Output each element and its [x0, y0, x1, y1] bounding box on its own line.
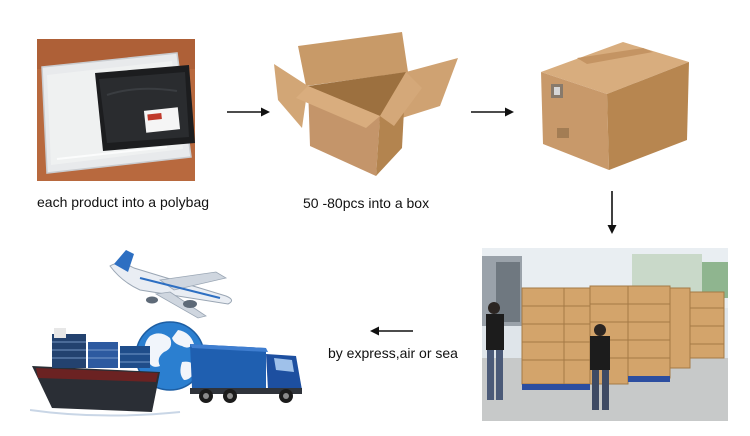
box-caption: 50 -80pcs into a box	[303, 195, 430, 211]
cargo-ship-icon	[30, 328, 181, 417]
arrow-right-icon	[226, 106, 270, 118]
airplane-icon	[109, 250, 232, 319]
shipping-caption: by express,air or sea	[328, 345, 458, 361]
pallets-photo	[482, 248, 728, 421]
truck-icon	[190, 344, 302, 403]
arrow-left-icon	[370, 325, 414, 337]
shipping-illustration	[30, 250, 312, 420]
polybag-caption: each product into a polybag	[37, 194, 210, 210]
arrow-down-icon	[606, 190, 618, 234]
arrow-right-icon	[470, 106, 514, 118]
open-box-illustration	[272, 28, 464, 178]
sealed-box-illustration	[537, 36, 693, 174]
polybag-photo	[37, 39, 195, 181]
